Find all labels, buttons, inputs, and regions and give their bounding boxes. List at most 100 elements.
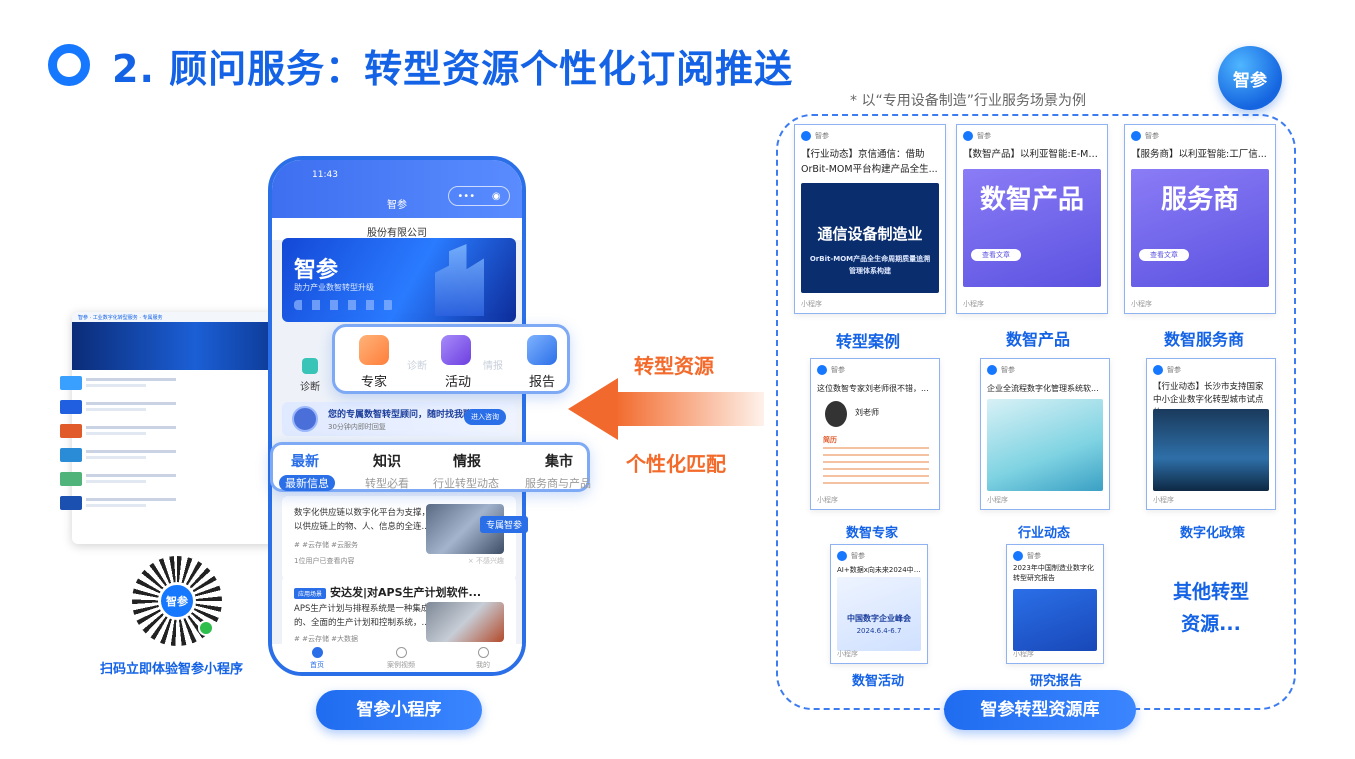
card-image: 中国数字企业峰会 2024.6.4-6.7 [837,577,921,651]
status-time: 11:43 [312,170,338,180]
card-body-lines [823,447,929,487]
miniprogram-name: 智参 [387,200,407,211]
consult-button[interactable]: 进入咨询 [464,409,506,425]
tab-mine-label: 我的 [476,661,490,669]
tab-market[interactable]: 集市 [545,454,573,470]
not-interested-button[interactable]: × 不感兴趣 [467,557,504,565]
card-brand: 智参 [801,131,829,141]
close-icon[interactable]: ◉ [491,190,501,202]
feed-card[interactable]: 应用场景安达发|对APS生产计划软件... APS生产计划与排程系统是一种集成的… [282,576,516,652]
match-arrow-head-icon [568,378,618,440]
tab-home-label: 首页 [310,661,324,669]
card-title: 【行业动态】京信通信：借助OrBit-MOM平台构建产品全生... [801,149,938,175]
card-title: 【行业动态】长沙市支持国家中小企业数字化转型城市试点的... [1153,382,1264,411]
tab-knowledge-sub[interactable]: 转型必看 [365,477,409,490]
resource-card[interactable]: 智参 【行业动态】京信通信：借助OrBit-MOM平台构建产品全生... 通信设… [794,124,946,314]
tab-knowledge[interactable]: 知识 [373,454,401,470]
resource-report[interactable]: 报告 [529,375,556,390]
report-icon[interactable] [527,335,557,365]
resource-card[interactable]: 智参 【行业动态】长沙市支持国家中小企业数字化转型城市试点的... 小程序 [1146,358,1276,510]
tab-intel-sub[interactable]: 行业转型动态 [433,477,499,490]
diagnosis-icon[interactable] [302,358,318,374]
qr-center-logo: 智参 [158,582,196,620]
play-icon [395,647,407,658]
card-title: 企业全流程数字化管理系统软... [987,384,1099,393]
desktop-list-item [60,448,190,462]
feed-card-tags: # #云存储 #大数据 [294,635,359,643]
resource-card[interactable]: 智参 【服务商】以利亚智能:工厂信... 服务商 查看文章 小程序 [1124,124,1276,314]
feed-card-title: 应用场景安达发|对APS生产计划软件... [294,584,481,600]
card-image-title: 通信设备制造业 [817,225,923,243]
expert-name: 刘老师 [855,408,879,417]
resource-entry-popup: 专家 诊断 活动 情报 报告 [332,324,570,394]
feed-card-title-text: 安达发|对APS生产计划软件... [330,586,482,599]
advisor-title: 您的专属数智转型顾问，随时找我聊 [328,410,473,420]
home-banner[interactable]: 智参 助力产业数智转型升级 [282,238,516,322]
miniprogram-label: 智参小程序 [316,690,482,730]
card-footer: 小程序 [963,300,984,308]
card-image [987,399,1103,491]
expert-icon[interactable] [359,335,389,365]
advisor-banner[interactable]: 您的专属数智转型顾问，随时找我聊 30分钟内即时回复 进入咨询 [282,402,516,436]
advisor-subtitle: 30分钟内即时回复 [328,423,386,431]
brand-logo: 智参 [1218,46,1282,110]
card-section-head: 简历 [823,436,837,444]
activity-icon[interactable] [441,335,471,365]
card-title: 这位数智专家刘老师很不错，... [817,384,929,393]
view-article-button[interactable]: 查看文章 [1139,249,1189,261]
building-illustration [435,244,484,316]
home-icon [311,647,323,658]
category-service-provider: 数智服务商 [1164,330,1245,349]
desktop-top-bar: 智参 · 工业数字化转型服务 · 专属服务 [72,312,277,322]
resource-expert[interactable]: 专家 [361,375,388,390]
resource-card[interactable]: 智参 这位数智专家刘老师很不错，... 刘老师 简历 小程序 [810,358,940,510]
miniprogram-capsule[interactable]: ••• ◉ [448,186,510,206]
card-person: 刘老师 [817,399,933,429]
tab-intel[interactable]: 情报 [453,454,481,470]
resource-card[interactable]: 智参 AI+数据x向未来2024中国数... 中国数字企业峰会 2024.6.4… [830,544,928,664]
scenario-note: * 以“专用设备制造”行业服务场景为例 [850,93,1086,109]
resource-card[interactable]: 智参 企业全流程数字化管理系统软... 小程序 [980,358,1110,510]
tab-latest[interactable]: 最新 [291,454,319,470]
qr-code[interactable]: 智参 [132,556,222,646]
card-image-title: 服务商 [1160,185,1239,215]
view-article-button[interactable]: 查看文章 [971,249,1021,261]
exclusive-badge: 专属智参 [480,516,529,533]
more-icon[interactable]: ••• [457,190,476,202]
tab-case-video[interactable]: 案例视频 [376,647,426,670]
phone-mockup: 11:43 智参 ••• ◉ 股份有限公司 智参 助力产业数智转型升级 诊断 您… [268,156,526,676]
desktop-list-item [60,400,190,414]
qr-caption: 扫码立即体验智参小程序 [100,662,244,677]
resource-card[interactable]: 智参 2023年中国制造业数字化转型研究报告 小程序 [1006,544,1104,664]
card-brand: 智参 [837,551,865,561]
tab-bar: 首页 案例视频 我的 [272,644,522,672]
card-footer: 小程序 [801,300,822,308]
expert-avatar [825,401,847,427]
tab-latest-sub[interactable]: 最新信息 [279,475,335,491]
card-footer: 小程序 [987,496,1008,504]
card-image: 数智产品 查看文章 [963,169,1101,287]
resource-card[interactable]: 智参 【数智产品】以利亚智能:E-ME... 数智产品 查看文章 小程序 [956,124,1108,314]
card-title: 2023年中国制造业数字化转型研究报告 [1013,564,1094,582]
feed-card[interactable]: 数字化供应链以数字化平台为支撑，以供应链上的物、人、信息的全连... # #云存… [282,496,516,580]
card-title: 【数智产品】以利亚智能:E-ME... [963,149,1101,160]
tab-mine[interactable]: 我的 [458,647,508,670]
diagnosis-label[interactable]: 诊断 [300,382,320,393]
category-digital-policy: 数字化政策 [1180,526,1246,541]
card-image-subtitle: OrBit-MOM产品全生命周期质量追溯管理体系构建 [809,255,931,275]
resource-activity[interactable]: 活动 [445,375,472,390]
card-title: 【服务商】以利亚智能:工厂信... [1131,149,1267,160]
card-image [1013,589,1097,651]
tab-market-sub[interactable]: 服务商与产品 [525,477,591,490]
feed-card-text: APS生产计划与排程系统是一种集成的、全面的生产计划和控制系统，... [294,604,430,628]
resource-label: 转型资源 [634,354,714,378]
tab-home[interactable]: 首页 [292,647,342,670]
category-research-report: 研究报告 [1030,674,1083,689]
card-image: 通信设备制造业 OrBit-MOM产品全生命周期质量追溯管理体系构建 [801,183,939,293]
card-brand: 智参 [1131,131,1159,141]
card-footer: 小程序 [817,496,838,504]
resource-library-label: 智参转型资源库 [944,690,1136,730]
card-image [1153,409,1269,491]
category-digital-activity: 数智活动 [852,674,905,689]
